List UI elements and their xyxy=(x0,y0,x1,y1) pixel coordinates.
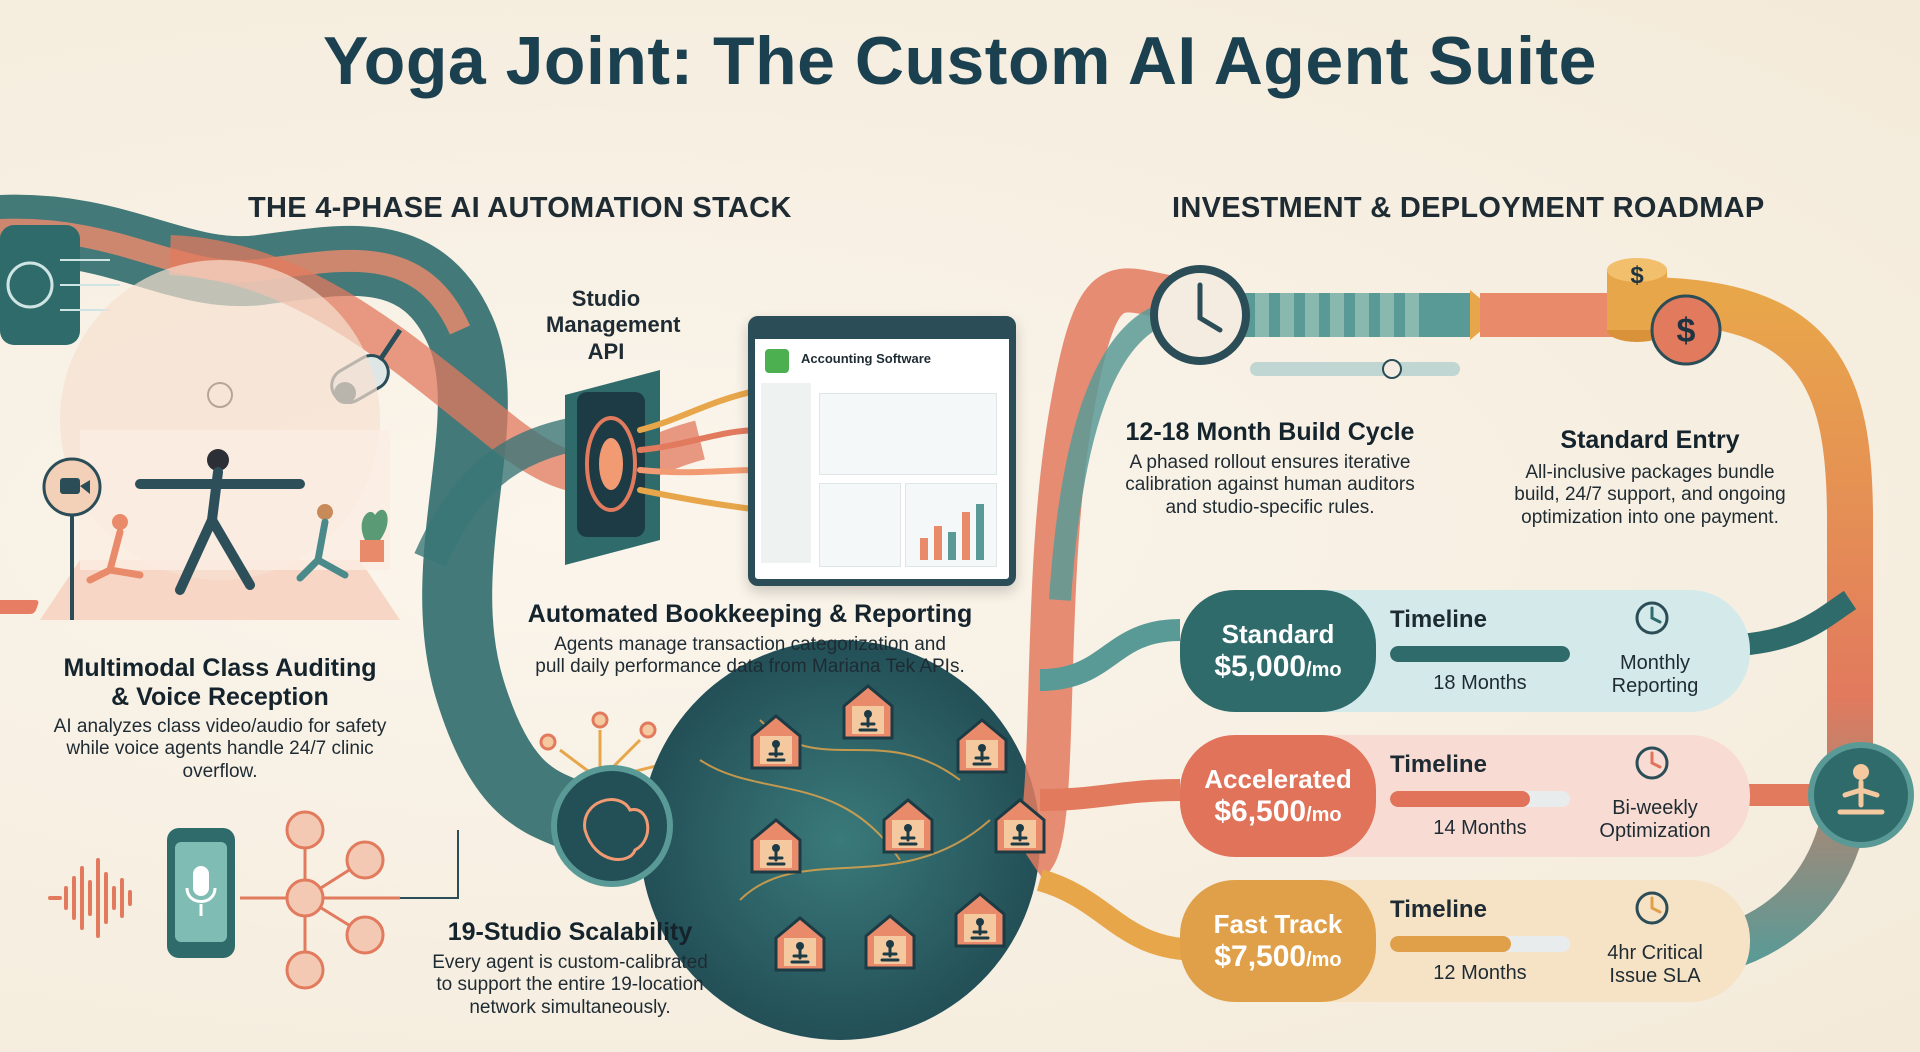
clock-icon xyxy=(1150,265,1250,365)
coins-icon: $ $ xyxy=(1607,258,1722,366)
window-title: Accounting Software xyxy=(801,351,932,366)
standard-entry-description: All-inclusive packages bundle build, 24/… xyxy=(1514,462,1786,528)
yoga-studio-illustration xyxy=(0,260,400,620)
studio-house-icon xyxy=(862,912,918,970)
timeline-label: Timeline xyxy=(1390,751,1487,778)
bookkeeping-title: Automated Bookkeeping & Reporting xyxy=(527,600,973,628)
brain-hub-icon xyxy=(551,765,673,887)
tier-name: Standard xyxy=(1221,618,1335,649)
tier-price-pill: Fast Track $7,500/mo xyxy=(1180,880,1376,1002)
standard-entry-title: Standard Entry xyxy=(1560,426,1740,454)
auditing-title: Multimodal Class Auditing & Voice Recept… xyxy=(63,654,377,711)
studio-house-icon xyxy=(772,914,828,972)
tier-feature: Monthly Reporting xyxy=(1611,652,1699,697)
auditing-description: AI analyzes class video/audio for safety… xyxy=(53,716,387,782)
timeline-bar xyxy=(1390,936,1570,952)
scalability-title: 19-Studio Scalability xyxy=(447,918,693,946)
tier-feature: Bi-weekly Optimization xyxy=(1599,797,1711,842)
tier-price: $7,500/mo xyxy=(1214,939,1342,973)
tier-price-pill: Standard $5,000/mo xyxy=(1180,590,1376,712)
voice-agent-network xyxy=(240,830,400,970)
studio-house-icon xyxy=(952,890,1008,948)
scalability-description: Every agent is custom-calibrated to supp… xyxy=(432,952,708,1018)
studio-house-icon xyxy=(880,796,936,854)
timeline-bar-fill xyxy=(1390,791,1531,807)
tier-name: Accelerated xyxy=(1204,763,1352,794)
timeline-bar-fill xyxy=(1390,646,1570,662)
spreadsheet-app-icon xyxy=(765,349,789,373)
build-cycle-description: A phased rollout ensures iterative calib… xyxy=(1125,452,1415,518)
studio-house-icon xyxy=(954,716,1010,774)
studio-network-globe xyxy=(640,640,1040,1040)
stopwatch-icon xyxy=(1632,888,1672,928)
timeline-value: 14 Months xyxy=(1433,817,1527,839)
tier-price: $6,500/mo xyxy=(1214,794,1342,828)
timeline-bar-fill xyxy=(1390,936,1511,952)
timeline-value: 12 Months xyxy=(1433,962,1527,984)
tier-price: $5,000/mo xyxy=(1214,649,1342,683)
tier-feature: 4hr Critical Issue SLA xyxy=(1607,942,1703,987)
voice-wave-icon xyxy=(48,858,132,938)
studio-house-icon xyxy=(992,796,1048,854)
timeline-label: Timeline xyxy=(1390,606,1487,633)
section-title-automation-stack: THE 4-PHASE AI AUTOMATION STACK xyxy=(248,192,792,224)
studio-house-icon xyxy=(748,816,804,874)
tier-price-pill: Accelerated $6,500/mo xyxy=(1180,735,1376,857)
report-magnifier-icon xyxy=(1632,598,1672,638)
api-label: Studio Management API xyxy=(546,286,681,364)
tier-name: Fast Track xyxy=(1213,908,1343,939)
build-cycle-title: 12-18 Month Build Cycle xyxy=(1125,418,1415,446)
accounting-software-window: Accounting Software xyxy=(748,316,1016,586)
timeline-bar xyxy=(1390,791,1570,807)
timeline-bar xyxy=(1390,646,1570,662)
section-title-roadmap: INVESTMENT & DEPLOYMENT ROADMAP xyxy=(1172,192,1765,224)
bookkeeping-description: Agents manage transaction categorization… xyxy=(535,634,965,678)
data-streams xyxy=(637,387,763,513)
page-title: Yoga Joint: The Custom AI Agent Suite xyxy=(323,23,1597,99)
gear-rocket-icon xyxy=(1632,743,1672,783)
brain-icon xyxy=(6,261,54,309)
timeline-label: Timeline xyxy=(1390,896,1487,923)
studio-house-icon xyxy=(840,682,896,740)
svg-text:$: $ xyxy=(1677,312,1696,350)
meditation-badge-icon xyxy=(1808,742,1914,848)
svg-text:$: $ xyxy=(1630,262,1644,289)
hub-connectors xyxy=(559,730,681,782)
mini-bar-chart xyxy=(905,483,997,567)
api-device-icon xyxy=(565,370,660,565)
timeline-value: 18 Months xyxy=(1433,672,1527,694)
studio-house-icon xyxy=(748,712,804,770)
